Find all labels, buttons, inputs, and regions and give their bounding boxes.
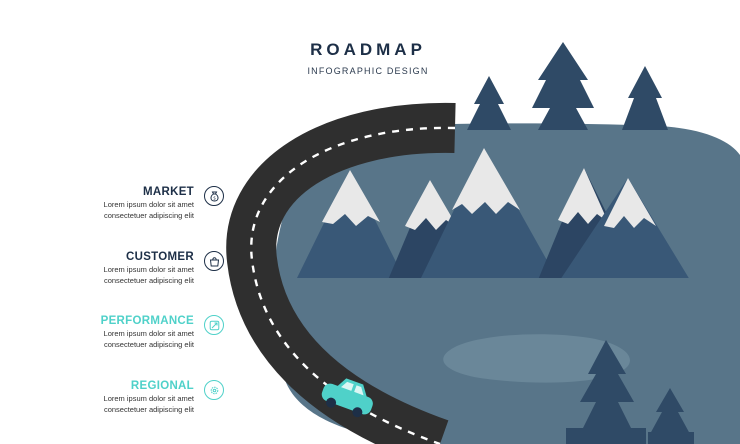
step-customer: CUSTOMER Lorem ipsum dolor sit amet cons… [0,251,250,291]
mountain-base-line [296,278,690,282]
tree-center [532,42,594,130]
growth-chart-icon [204,315,224,335]
tree-bottom-1 [580,340,634,430]
bottom-trees [566,340,694,444]
mountain-3-snow [452,148,520,214]
step-label: REGIONAL [130,380,194,392]
mountain-1-snow [322,170,380,226]
svg-text:$: $ [213,195,216,201]
tree-right [622,66,668,130]
page-title: ROADMAP [310,40,426,59]
step-label: PERFORMANCE [100,315,194,327]
step-desc-line1: Lorem ipsum dolor sit amet [103,200,194,209]
shopping-bag-icon [204,251,224,271]
step-desc-line1: Lorem ipsum dolor sit amet [103,394,194,403]
mountains [296,148,690,282]
step-desc-line2: consectetuer adipiscing elit [103,211,194,220]
mountain-2-snow [405,180,458,230]
page-subtitle: INFOGRAPHIC DESIGN [307,66,429,76]
mountain-5-snow [604,178,656,228]
mountain-4-snow [558,168,608,224]
gear-icon [204,380,224,400]
water-reflection [443,334,630,383]
step-label: MARKET [143,186,194,198]
step-desc-line1: Lorem ipsum dolor sit amet [103,329,194,338]
step-label: CUSTOMER [126,251,194,263]
tree-left [467,76,511,130]
money-bag-icon: $ [204,186,224,206]
step-desc-line1: Lorem ipsum dolor sit amet [103,265,194,274]
step-desc-line2: consectetuer adipiscing elit [103,405,194,414]
header: ROADMAP INFOGRAPHIC DESIGN [268,40,468,76]
step-regional: REGIONAL Lorem ipsum dolor sit amet cons… [0,380,250,420]
step-performance: PERFORMANCE Lorem ipsum dolor sit amet c… [0,315,250,355]
step-desc-line2: consectetuer adipiscing elit [103,276,194,285]
mountain-3 [420,148,558,280]
car-icon [321,378,373,418]
step-desc-line2: consectetuer adipiscing elit [103,340,194,349]
tree-bottom-2 [650,388,690,434]
step-market: MARKET Lorem ipsum dolor sit amet consec… [0,186,250,226]
mountain-1 [296,170,405,280]
mountain-5 [560,178,690,280]
top-trees [467,42,668,130]
